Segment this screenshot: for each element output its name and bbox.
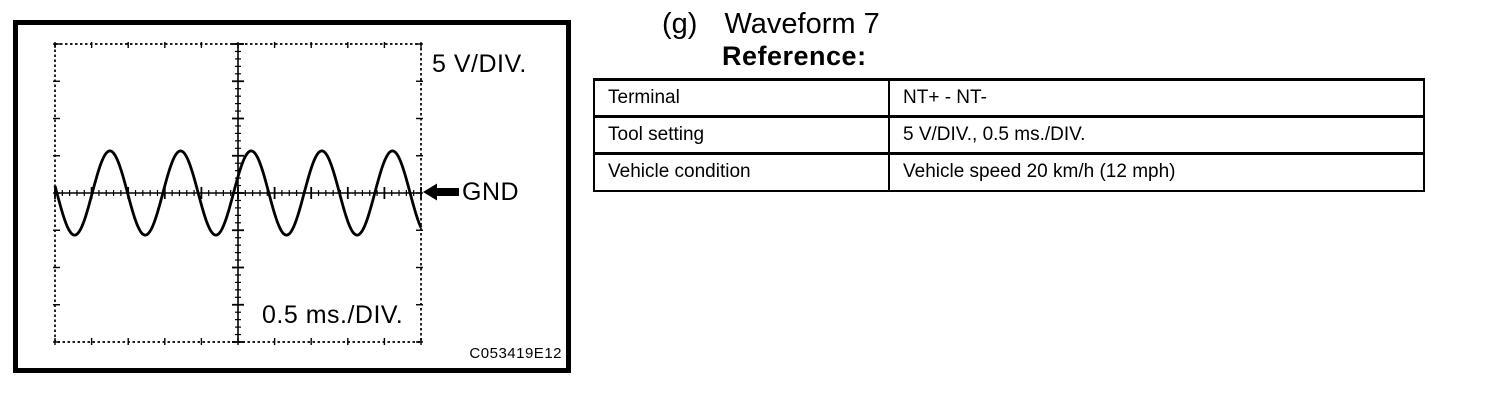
gnd-arrow-icon [423, 183, 459, 201]
table-row: Vehicle condition Vehicle speed 20 km/h … [593, 152, 1425, 192]
oscilloscope-figure: 5 V/DIV. GND 0.5 ms./DIV. C053419E12 [13, 20, 571, 373]
table-label-cell: Terminal [593, 78, 890, 118]
table-label-cell: Tool setting [593, 115, 890, 155]
table-label-cell: Vehicle condition [593, 152, 890, 192]
figure-code: C053419E12 [469, 345, 562, 362]
table-value-cell: Vehicle speed 20 km/h (12 mph) [888, 152, 1425, 192]
page-title: Waveform 7 [724, 8, 880, 40]
table-value-cell: 5 V/DIV., 0.5 ms./DIV. [888, 115, 1425, 155]
oscilloscope-grid [53, 42, 459, 345]
table-row: Tool setting 5 V/DIV., 0.5 ms./DIV. [593, 115, 1425, 155]
time-per-div-label: 0.5 ms./DIV. [262, 301, 404, 329]
table-row: Terminal NT+ - NT- [593, 78, 1425, 118]
reference-table: Terminal NT+ - NT- Tool setting 5 V/DIV.… [593, 78, 1425, 192]
volts-per-div-label: 5 V/DIV. [432, 50, 527, 78]
table-value-cell: NT+ - NT- [888, 78, 1425, 118]
list-index: (g) [662, 8, 698, 40]
waveform-path [53, 149, 423, 237]
section-heading: (g) Waveform 7 [662, 8, 880, 41]
reference-label: Reference: [722, 41, 867, 71]
gnd-label: GND [462, 178, 520, 206]
